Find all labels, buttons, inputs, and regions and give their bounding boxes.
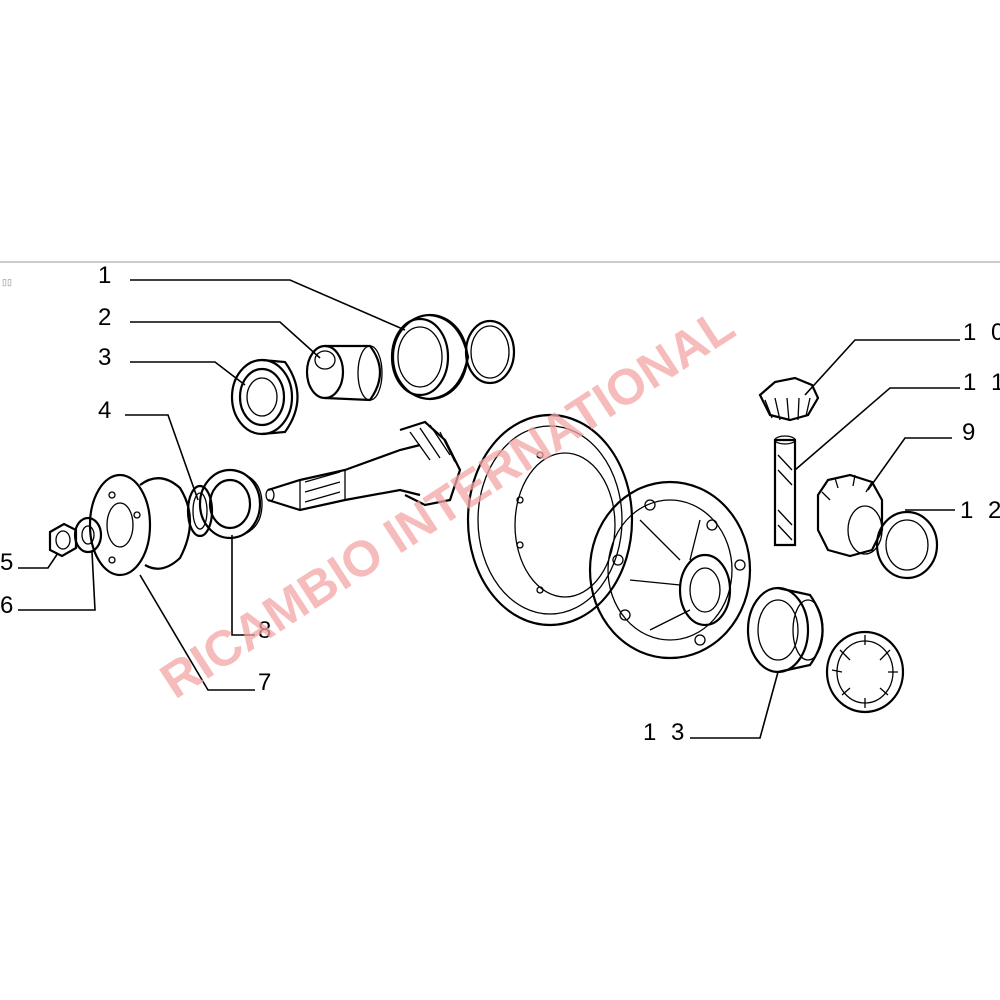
part-13-side-bearing bbox=[746, 586, 824, 674]
callout-12: 1 2 bbox=[960, 497, 1000, 524]
leader-13 bbox=[690, 671, 779, 739]
leader-9 bbox=[867, 437, 952, 491]
leader-11 bbox=[794, 387, 960, 471]
part-11-pin-shaft bbox=[773, 435, 797, 547]
leader-8 bbox=[231, 535, 255, 636]
ring-gear bbox=[466, 413, 634, 627]
part-9-side-gear bbox=[816, 473, 884, 558]
callout-11: 1 1 bbox=[963, 369, 1000, 396]
callout-13: 1 3 bbox=[643, 719, 688, 746]
part-2-spacer-sleeve bbox=[305, 344, 383, 402]
differential-case bbox=[588, 480, 752, 660]
part-8-oil-seal bbox=[198, 468, 263, 540]
part-6-washer bbox=[73, 516, 103, 554]
callout-10: 1 0 bbox=[963, 319, 1000, 346]
part-1-thin-ring bbox=[464, 319, 516, 385]
callout-4: 4 bbox=[98, 397, 115, 424]
leader-1 bbox=[130, 279, 406, 331]
callout-8: 8 bbox=[258, 617, 275, 644]
callout-6: 6 bbox=[0, 592, 17, 619]
leader-3 bbox=[130, 361, 246, 386]
part-12-thrust-washer bbox=[875, 510, 939, 580]
callout-7: 7 bbox=[258, 669, 275, 696]
corner-mark: ▯▯ bbox=[2, 277, 12, 287]
leader-10 bbox=[804, 339, 960, 396]
callout-1: 1 bbox=[98, 262, 115, 289]
part-13-cage-ring bbox=[825, 630, 905, 714]
pinion-shaft bbox=[265, 420, 462, 512]
leader-5 bbox=[18, 552, 59, 569]
leader-4 bbox=[125, 414, 199, 501]
part-7-flange bbox=[88, 473, 191, 577]
part-5-nut bbox=[48, 522, 78, 558]
leader-2 bbox=[130, 321, 321, 359]
part-3-bearing bbox=[230, 358, 299, 436]
callout-9: 9 bbox=[962, 419, 979, 446]
callout-3: 3 bbox=[98, 344, 115, 371]
leader-6 bbox=[18, 551, 96, 611]
part-1-bearing-cup bbox=[390, 313, 470, 401]
part-10-bevel-gear bbox=[758, 376, 820, 422]
callout-5: 5 bbox=[0, 549, 17, 576]
leader-7 bbox=[139, 574, 255, 691]
callout-2: 2 bbox=[98, 304, 115, 331]
